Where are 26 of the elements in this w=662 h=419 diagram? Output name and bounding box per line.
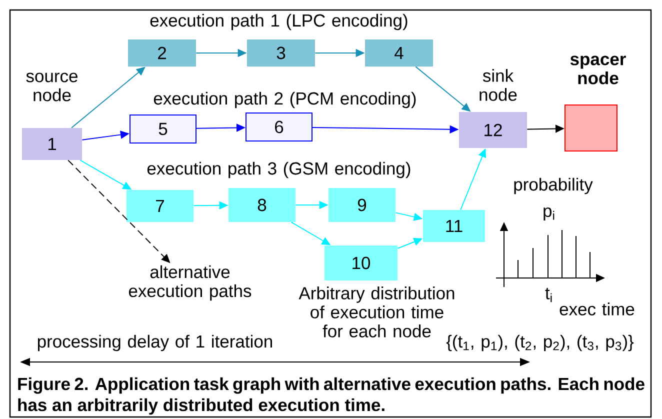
task-box: 5	[130, 114, 196, 144]
task-box: 8	[228, 188, 296, 222]
task-box: 9	[328, 188, 396, 222]
axis-label: p$_{i}$	[544, 207, 554, 221]
node-caption: spacer node	[570, 56, 626, 84]
node-caption: sink node	[480, 69, 517, 101]
dimension-label: processing delay of 1 iteration	[38, 334, 272, 352]
task-box: 4	[365, 40, 433, 66]
task-box: 12	[459, 112, 527, 148]
task-box: 2	[128, 40, 196, 66]
axis-label: probability	[514, 178, 593, 194]
task-box: 10	[324, 246, 398, 280]
task-box: 1	[22, 128, 82, 160]
node-label: alternative execution paths	[128, 265, 252, 301]
node-caption: source node	[26, 72, 78, 102]
axis-label: exec time	[560, 302, 634, 316]
spacer-box	[564, 104, 618, 152]
path-label: execution path 1 (LPC encoding)	[150, 14, 408, 30]
task-box: 7	[126, 190, 194, 222]
axis-label: t$_{i}$	[545, 288, 552, 302]
task-box: 3	[247, 40, 315, 66]
task-box: 11	[423, 210, 485, 242]
task-box: 6	[246, 112, 312, 142]
path-label: execution path 2 (PCM encoding)	[154, 92, 416, 108]
path-label: execution path 3 (GSM encoding)	[147, 162, 410, 178]
caption: Figure 2. Application task graph with alternative execution paths. Each node has an arbitrarily distributed execution time.	[18, 377, 644, 415]
